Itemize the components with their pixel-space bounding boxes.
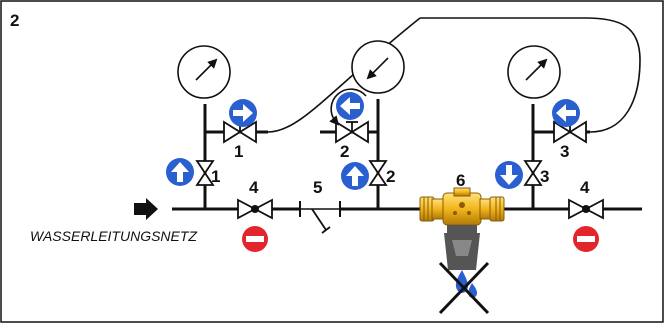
test-point-3: 3 3 (420, 17, 641, 209)
valve-2-vertical-label: 2 (386, 167, 395, 186)
valve-2-horizontal-label: 2 (340, 142, 349, 161)
drain-funnel (444, 225, 480, 270)
flow-direction-badge-icon (229, 99, 257, 127)
backflow-preventer (419, 187, 505, 226)
flow-direction-badge-icon (552, 99, 580, 127)
shutoff-valve-right (568, 198, 604, 220)
valve-1-vertical-label: 1 (211, 167, 220, 186)
test-point-2: 2 2 (320, 40, 405, 209)
valve-3-vertical (523, 160, 543, 186)
rotation-arrow-icon (329, 88, 367, 126)
valve-1-horizontal-label: 1 (234, 142, 243, 161)
shutoff-valve-right-label: 4 (580, 178, 590, 197)
no-water-discharge-icon (438, 261, 490, 315)
flow-direction-badge-icon (341, 162, 369, 190)
flow-direction-badge-icon (495, 161, 523, 189)
valve-2-vertical (368, 160, 388, 186)
flow-direction-badge-icon (166, 158, 194, 186)
pressure-gauge-icon (507, 45, 561, 99)
inlet-label: WASSERLEITUNGSNETZ (30, 228, 197, 244)
pressure-gauge-icon (351, 40, 405, 94)
valve-2-horizontal (335, 120, 369, 144)
test-point-1: 1 1 (166, 17, 421, 209)
figure-number: 2 (10, 11, 19, 30)
valve-3-horizontal-label: 3 (560, 142, 569, 161)
strainer-label: 5 (313, 178, 322, 197)
pressure-gauge-icon (177, 45, 231, 99)
no-entry-icon (573, 226, 599, 252)
flow-arrow-icon (134, 198, 158, 220)
shutoff-valve-left-label: 4 (249, 178, 259, 197)
shutoff-valve-left (237, 198, 273, 220)
backflow-preventer-label: 6 (456, 171, 465, 190)
valve-1-vertical (195, 160, 215, 186)
valve-3-vertical-label: 3 (540, 167, 549, 186)
strainer (299, 201, 341, 234)
flow-direction-badge-icon (336, 92, 364, 120)
no-entry-icon (242, 226, 268, 252)
